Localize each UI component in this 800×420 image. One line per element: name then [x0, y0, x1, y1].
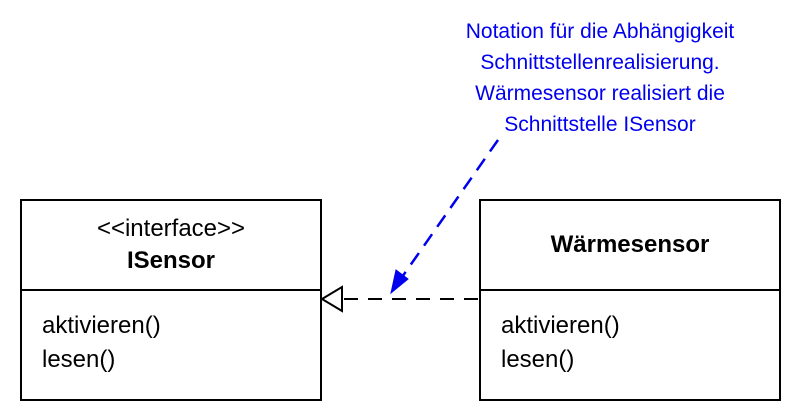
annotation-line-1: Notation für die Abhängigkeit	[465, 20, 735, 43]
isensor-interface-box: <<interface>> ISensor aktivieren() lesen…	[20, 199, 322, 401]
waermesensor-operations: aktivieren() lesen()	[501, 309, 620, 377]
isensor-header: <<interface>> ISensor	[22, 201, 320, 291]
annotation-line-4: Schnittstelle ISensor	[504, 113, 696, 136]
waermesensor-name: Wärmesensor	[550, 231, 710, 258]
isensor-name: ISensor	[126, 247, 216, 274]
waermesensor-op-lesen: lesen()	[501, 346, 575, 373]
annotation-line-3: Wärmesensor realisiert die	[475, 82, 725, 105]
waermesensor-header: Wärmesensor	[481, 201, 779, 291]
annotation-line-2: Schnittstellenrealisierung.	[480, 51, 720, 74]
isensor-op-lesen: lesen()	[42, 346, 116, 373]
isensor-operations: aktivieren() lesen()	[42, 309, 161, 377]
annotation-arrowhead	[390, 269, 409, 295]
realization-arrowhead	[320, 285, 343, 313]
isensor-op-aktivieren: aktivieren()	[42, 312, 161, 339]
realization-annotation: Notation für die Abhängigkeit Schnittste…	[420, 16, 780, 140]
waermesensor-class-box: Wärmesensor aktivieren() lesen()	[479, 199, 781, 401]
interface-stereotype: <<interface>>	[96, 215, 246, 242]
waermesensor-op-aktivieren: aktivieren()	[501, 312, 620, 339]
